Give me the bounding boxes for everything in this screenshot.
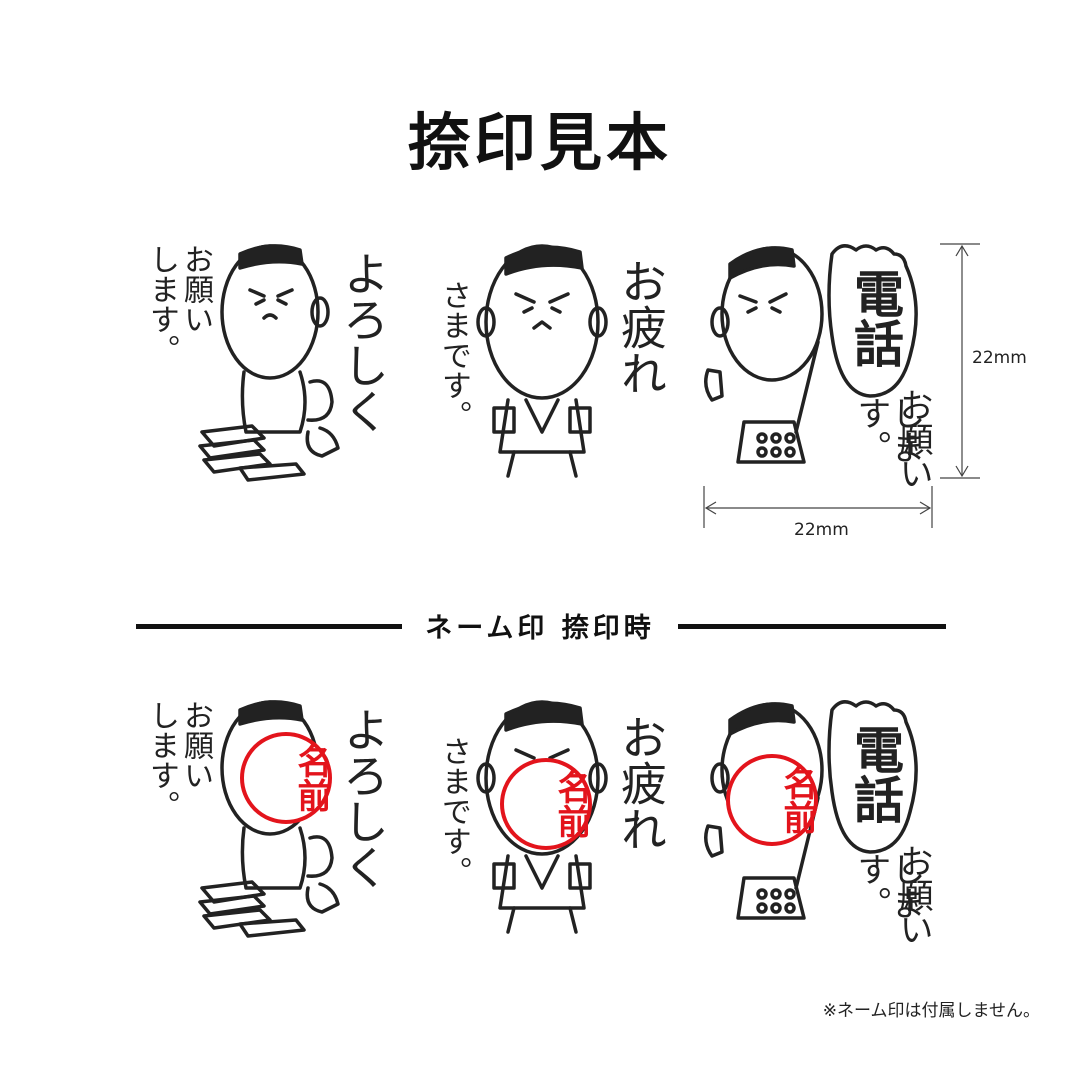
stamp-sample-otsukare: お疲れ さまです。 xyxy=(430,232,670,492)
stamp-sample-yoroshiku: よろしく お願い します。 xyxy=(144,232,400,492)
page-title: 捺印見本 xyxy=(407,106,672,179)
name-seal-impression: 名前 xyxy=(726,754,818,846)
dimension-lines xyxy=(703,243,980,528)
stamp-message-line-2: します。 xyxy=(851,396,925,464)
character-illustration xyxy=(198,244,340,482)
stamp-message-line-1: お願い xyxy=(893,388,933,490)
name-seal-text: 名前 xyxy=(291,744,331,812)
stamp-message-line-2: さまです。 xyxy=(436,280,471,430)
footnote: ※ネーム印は付属しません。 xyxy=(822,1001,1040,1021)
stamp-message-line-3: します。 xyxy=(144,244,179,364)
balloon-text: 電話 xyxy=(846,268,904,368)
name-seal-impression: 名前 xyxy=(500,758,592,850)
name-seal-impression: 名前 xyxy=(240,732,332,824)
stamp-with-seal-otsukare: お疲れ さまです。 名前 xyxy=(430,688,670,948)
dimension-width-label: 22mm xyxy=(794,520,849,540)
character-illustration xyxy=(704,244,918,464)
character-illustration xyxy=(476,244,608,478)
stamp-with-seal-yoroshiku: よろしく お願い します。 名前 xyxy=(144,688,400,948)
stamp-sample-denwa: 電話 お願い します。 xyxy=(700,232,940,492)
stamp-message-line-1: お疲れ xyxy=(614,258,668,396)
divider-line-left xyxy=(136,624,402,629)
stamp-message-line-2: お願い xyxy=(178,700,213,790)
divider-label: ネーム印 捺印時 xyxy=(425,613,655,644)
stamp-message-line-1: よろしく xyxy=(336,250,390,434)
stamp-message-line-1: お疲れ xyxy=(614,714,668,852)
stamp-message-line-1: よろしく xyxy=(336,706,390,890)
stamp-message-line-2: します。 xyxy=(851,852,925,920)
stamp-with-seal-denwa: 電話 お願い します。 名前 xyxy=(700,688,940,948)
balloon-text: 電話 xyxy=(846,724,904,824)
stamp-message-line-2: お願い xyxy=(178,244,213,334)
divider-line-right xyxy=(678,624,946,629)
stamp-message-line-2: さまです。 xyxy=(436,736,471,886)
name-seal-text: 名前 xyxy=(777,766,817,834)
dimension-height-label: 22mm xyxy=(972,348,1027,368)
name-seal-text: 名前 xyxy=(551,770,591,838)
stamp-message-line-3: します。 xyxy=(144,700,179,820)
stamp-message-line-1: お願い xyxy=(893,844,933,946)
